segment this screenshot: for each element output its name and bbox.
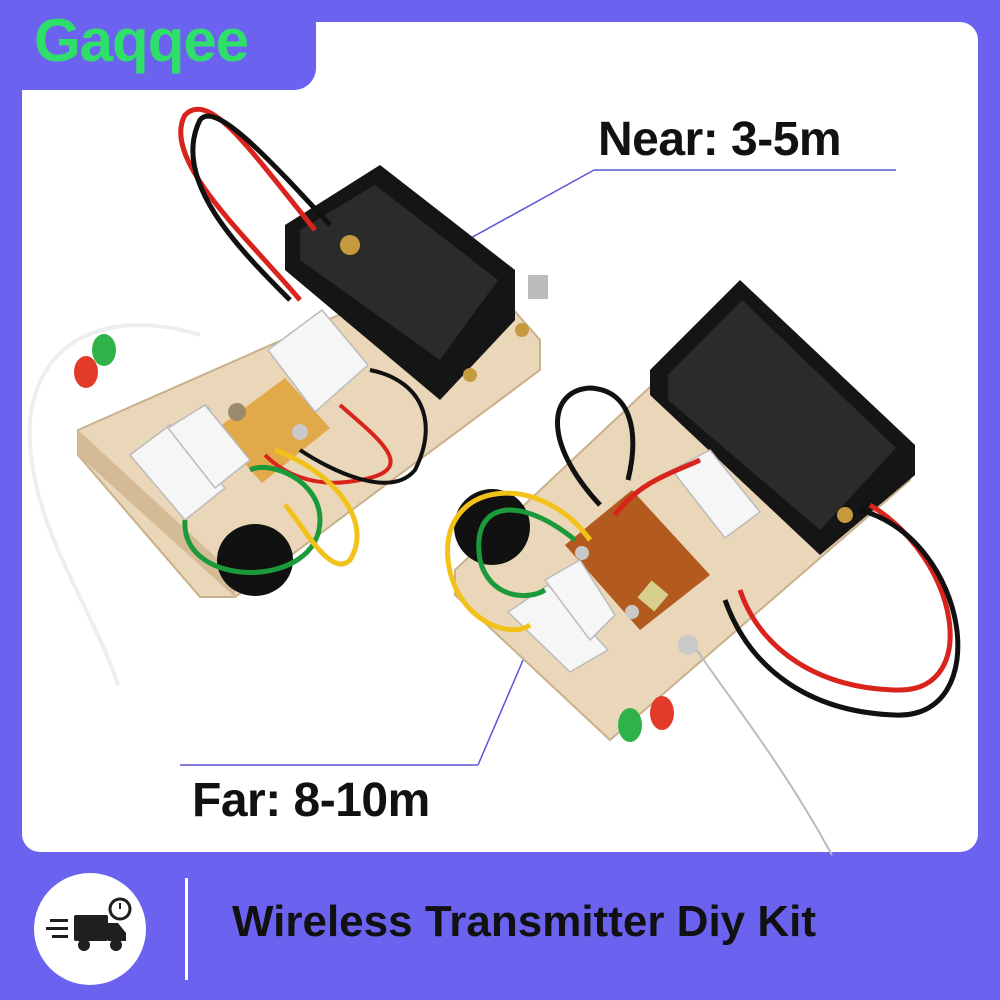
brand-logo: Gaqqee xyxy=(34,7,249,74)
right-green-wire xyxy=(476,507,577,598)
left-terminal-blocks xyxy=(128,308,370,522)
brand-tab: Gaqqee xyxy=(0,0,316,90)
left-black-wire xyxy=(190,113,332,302)
near-range-label: Near: 3-5m xyxy=(598,113,842,166)
left-buzzer xyxy=(217,524,293,596)
far-module xyxy=(445,280,961,856)
right-black-loop xyxy=(555,385,636,507)
right-transmitter-board xyxy=(565,490,710,630)
right-long-red-wire xyxy=(737,502,953,693)
left-battery-holder xyxy=(285,165,548,400)
footer-divider xyxy=(185,878,188,980)
far-range-label: Far: 8-10m xyxy=(192,774,430,827)
near-module xyxy=(27,106,548,686)
right-red-wire-short xyxy=(612,457,702,517)
right-buzzer xyxy=(454,489,530,565)
left-white-antenna xyxy=(27,323,201,686)
right-battery-holder xyxy=(650,280,915,555)
footer-title: Wireless Transmitter Diy Kit xyxy=(232,897,817,946)
right-long-black-wire xyxy=(722,507,961,718)
left-yellow-wire xyxy=(274,447,360,567)
right-yellow-wire xyxy=(445,490,593,633)
right-terminal-blocks xyxy=(506,449,762,673)
left-black-wire-2 xyxy=(298,368,428,485)
right-antenna-wire xyxy=(689,639,833,856)
left-red-wire xyxy=(178,106,317,302)
fast-delivery-truck-icon xyxy=(34,873,146,985)
left-leds xyxy=(74,334,116,388)
right-leds xyxy=(618,696,674,742)
